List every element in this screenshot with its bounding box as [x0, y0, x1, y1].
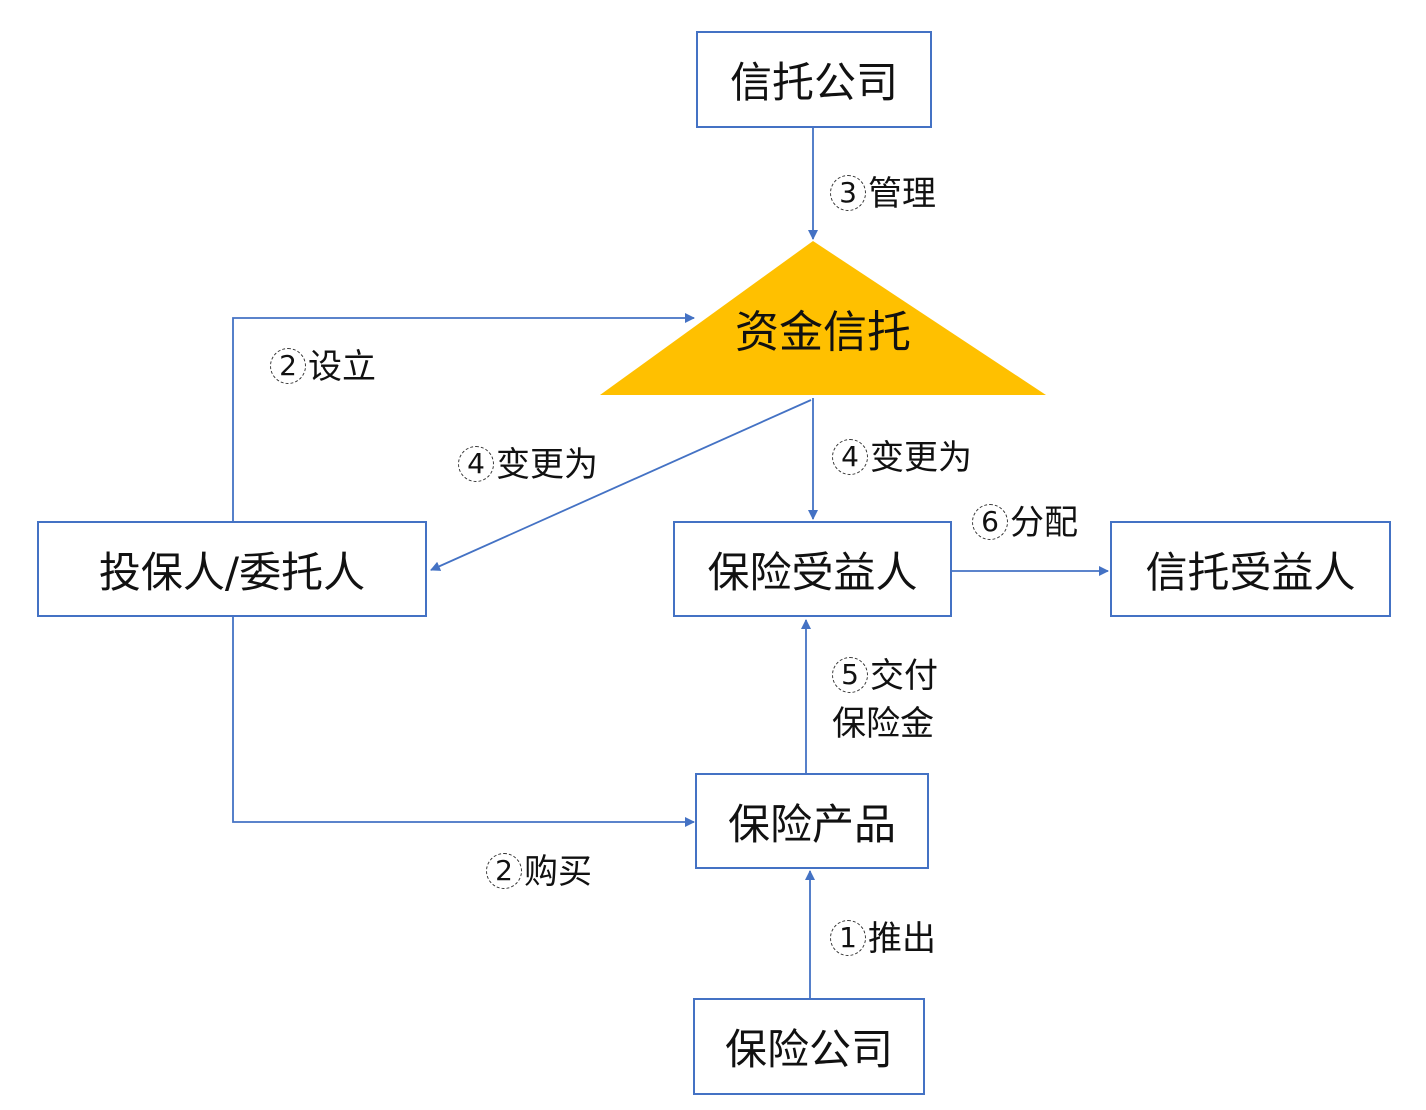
edge-label-establish-text: 设立: [308, 347, 376, 387]
edge-label-launch-text: 推出: [868, 919, 936, 959]
node-insurance-beneficiary-label: 保险受益人: [707, 547, 918, 597]
node-policyholder-settlor: 投保人/委托人: [37, 521, 427, 617]
step-number-badge: 1: [830, 920, 866, 956]
edge-label-distribute-text: 分配: [1010, 503, 1078, 543]
node-trust-beneficiary-label: 信托受益人: [1145, 547, 1356, 597]
edge-label-purchase-text: 购买: [524, 852, 592, 892]
node-trust-company-label: 信托公司: [729, 58, 898, 107]
step-number-badge: 4: [458, 446, 494, 482]
step-number-badge: 4: [832, 439, 868, 475]
node-policyholder-settlor-label: 投保人/委托人: [98, 547, 366, 597]
step-number-badge: 6: [972, 504, 1008, 540]
node-insurance-product: 保险产品: [695, 773, 929, 869]
edge-label-pay-insurance-text: 交付: [870, 656, 938, 696]
node-insurance-beneficiary: 保险受益人: [673, 521, 952, 617]
node-insurance-product-label: 保险产品: [727, 799, 896, 849]
arrow-establish: [232, 313, 695, 521]
arrow-change-to-policyholder: [430, 399, 812, 571]
step-number-badge: 2: [270, 348, 306, 384]
node-insurance-company: 保险公司: [693, 998, 925, 1095]
step-number-badge: 2: [486, 853, 522, 889]
edge-label-change-to-insurance-beneficiary-text: 变更为: [870, 438, 972, 478]
step-number-badge: 3: [830, 175, 866, 211]
edge-label-pay-insurance-line2: 保险金: [832, 704, 934, 744]
edge-label-manage-text: 管理: [868, 174, 936, 214]
step-number-badge: 5: [832, 657, 868, 693]
edge-label-change-to-policyholder-text: 变更为: [496, 445, 598, 485]
fund-trust-triangle: [600, 241, 1046, 395]
node-trust-beneficiary: 信托受益人: [1110, 521, 1391, 617]
node-fund-trust-label: 资金信托: [735, 307, 911, 358]
node-trust-company: 信托公司: [696, 31, 932, 128]
arrow-purchase: [232, 617, 695, 827]
node-insurance-company-label: 保险公司: [724, 1025, 893, 1074]
